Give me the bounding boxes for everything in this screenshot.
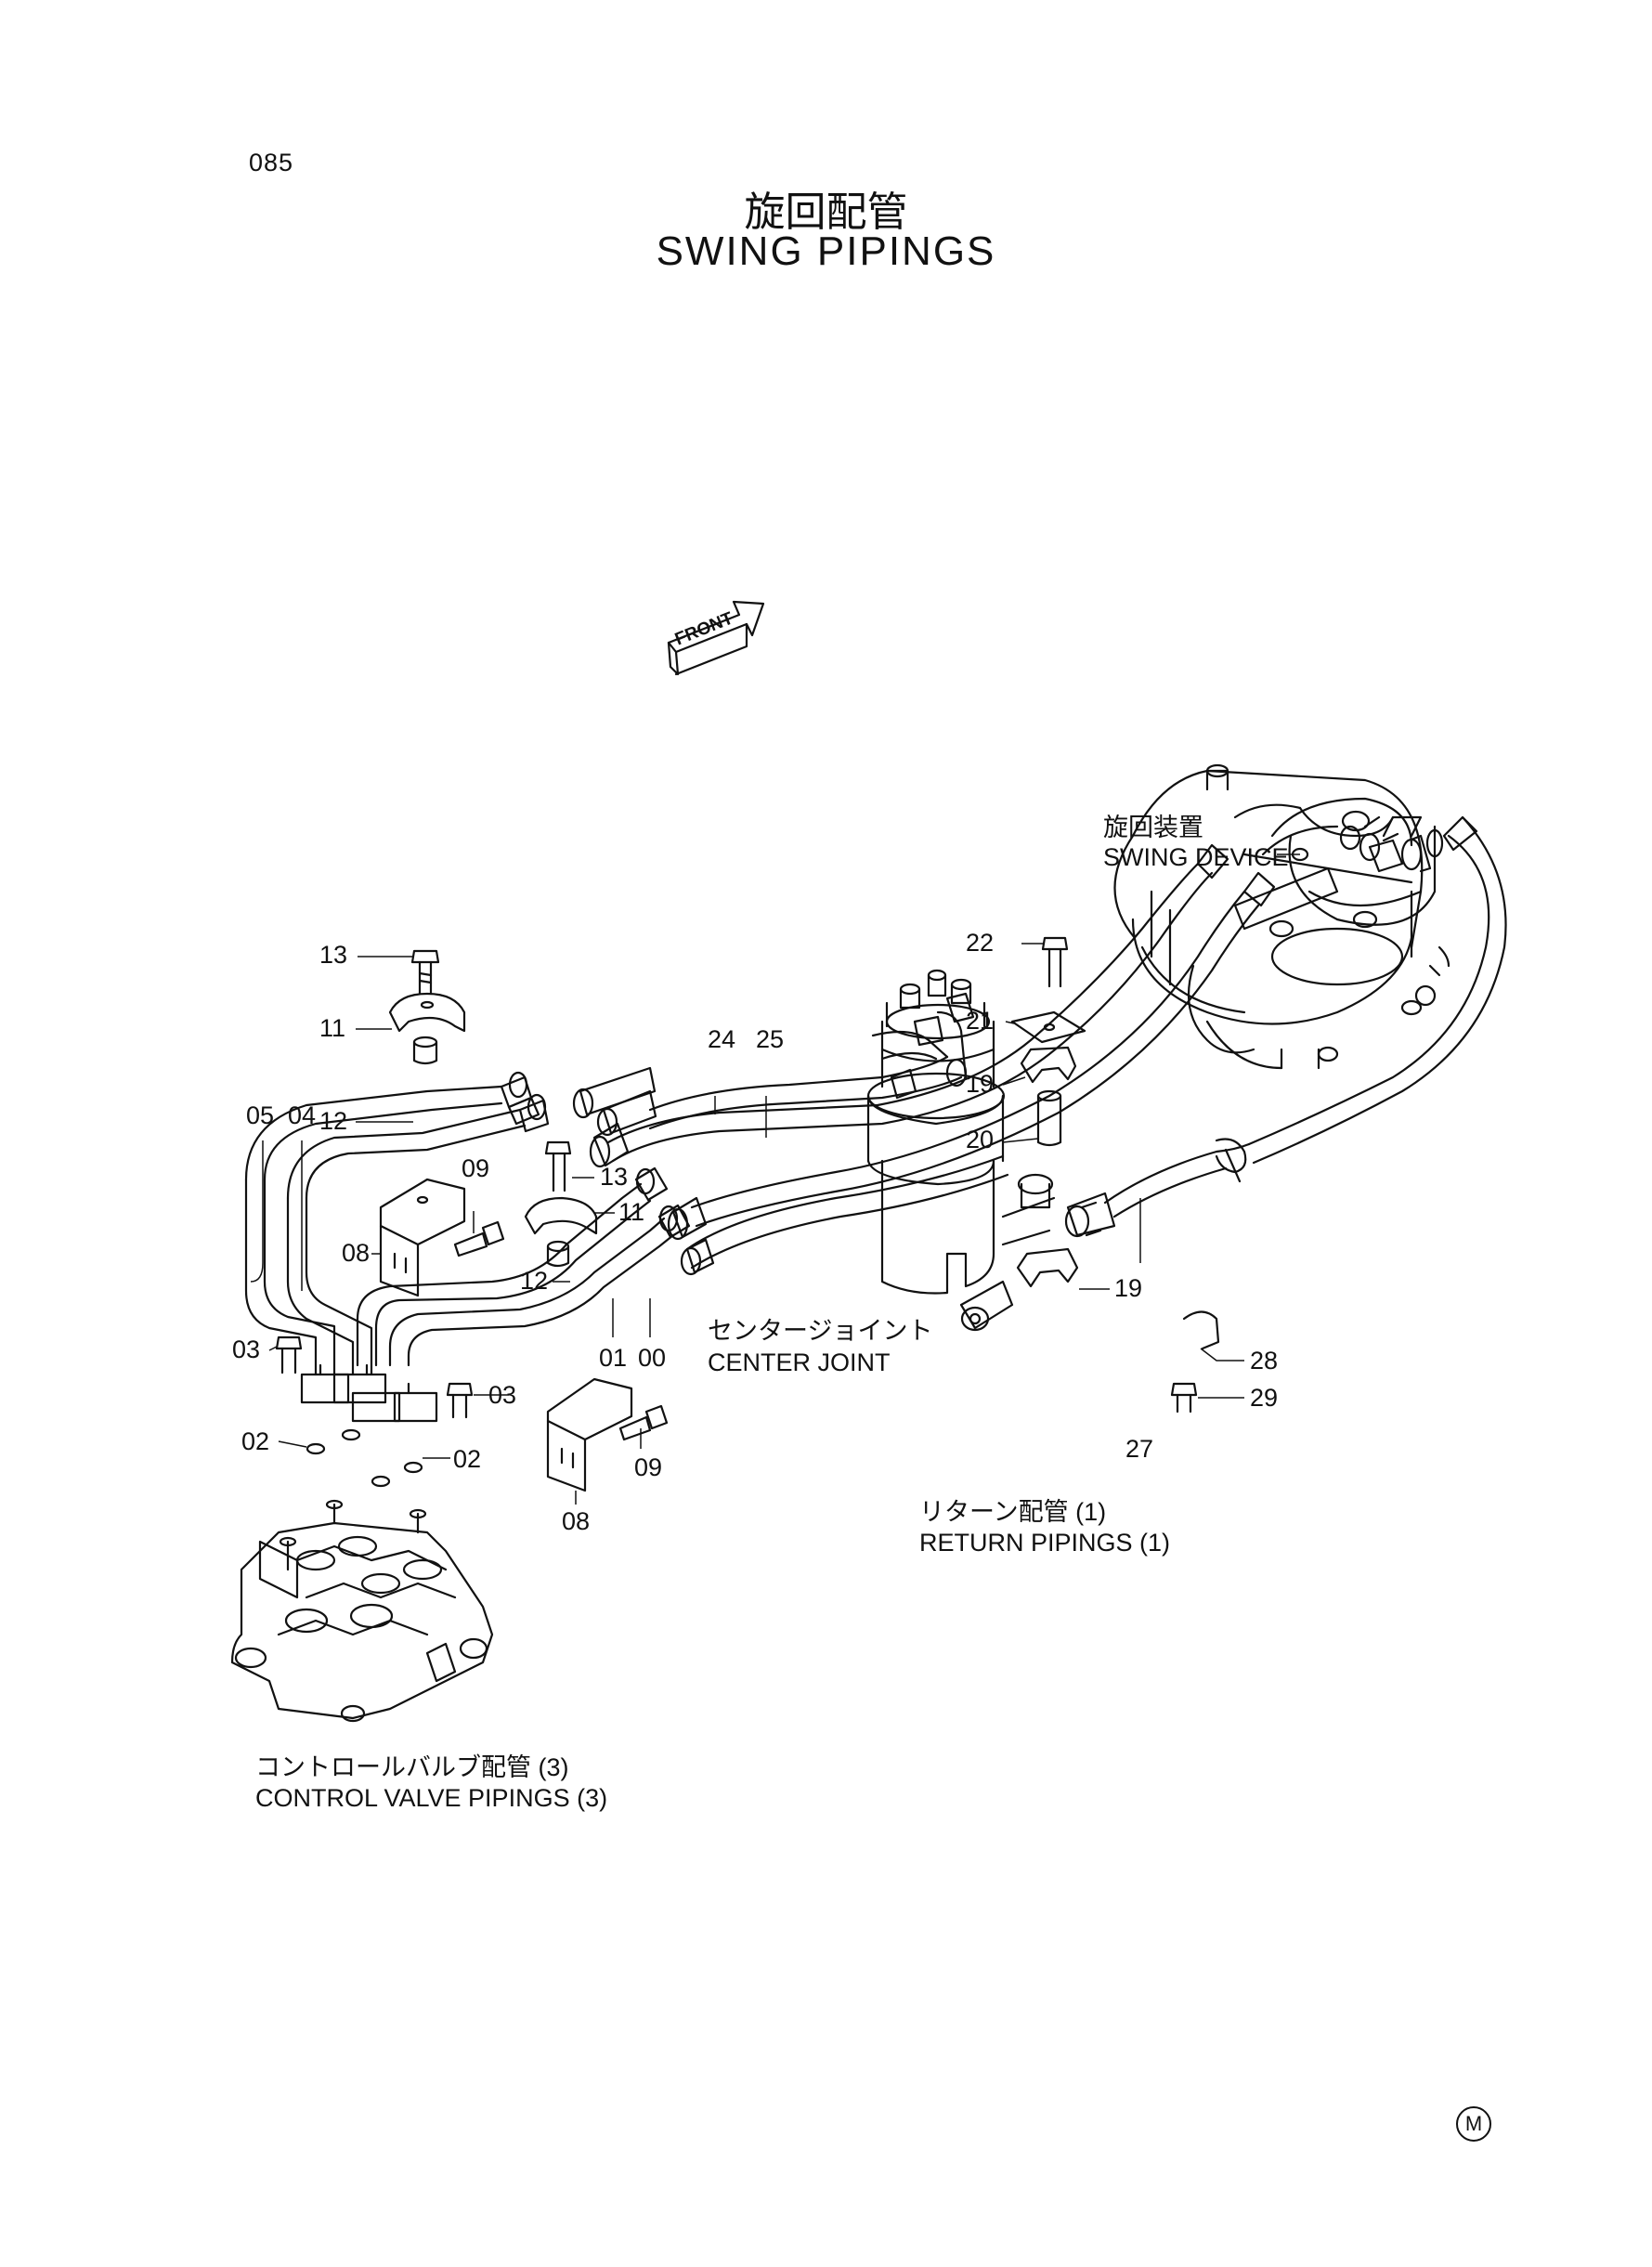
collar-12-upper — [412, 1036, 438, 1065]
control-valve-drawing — [230, 1499, 494, 1723]
callout-11-middle: 11 — [618, 1198, 645, 1226]
callout-03-left: 03 — [232, 1335, 261, 1363]
title-japanese: 旋回配管 — [744, 189, 908, 236]
callout-13-middle: 13 — [600, 1163, 629, 1191]
callout-29: 29 — [1250, 1384, 1279, 1412]
return-pipings-label-ja: リターン配管 (1) — [919, 1498, 1107, 1526]
m-mark: M — [1456, 2106, 1491, 2142]
bolt-22 — [1041, 936, 1069, 988]
callout-05: 05 — [246, 1101, 275, 1129]
callout-02-right: 02 — [453, 1445, 482, 1473]
bolt-03-right — [446, 1382, 474, 1419]
bolt-09-lower — [618, 1404, 669, 1441]
center-joint-label-ja: センタージョイント — [708, 1317, 933, 1345]
bracket-08-upper — [379, 1178, 466, 1297]
bolt-29 — [1170, 1382, 1198, 1414]
callout-12-middle: 12 — [520, 1267, 549, 1295]
return-pipings-label-en: RETURN PIPINGS (1) — [919, 1529, 1171, 1557]
bolt-03-left — [275, 1335, 303, 1375]
callout-12-upper: 12 — [319, 1107, 348, 1135]
title-english: SWING PIPINGS — [656, 228, 996, 274]
callout-13-upper: 13 — [319, 941, 348, 969]
hoses-24-25 — [572, 843, 1276, 1276]
rigid-pipes — [244, 1071, 691, 1423]
center-joint-label-en: CENTER JOINT — [708, 1348, 891, 1376]
clamp-19-lower — [1016, 1247, 1079, 1288]
return-hose-27 — [1064, 815, 1507, 1238]
callout-08-lower: 08 — [562, 1507, 591, 1535]
callout-01: 01 — [599, 1344, 628, 1372]
callout-08-upper: 08 — [342, 1239, 371, 1267]
callout-00: 00 — [638, 1344, 667, 1372]
bolt-09-upper — [453, 1220, 505, 1257]
bolt-13-upper — [410, 949, 440, 996]
callout-20: 20 — [966, 1126, 995, 1153]
callout-02-left: 02 — [241, 1427, 270, 1455]
callout-11-upper: 11 — [319, 1014, 346, 1042]
control-valve-label-en: CONTROL VALVE PIPINGS (3) — [255, 1784, 608, 1812]
clamp-11-middle — [524, 1196, 598, 1235]
swing-device-label-en: SWING DEVICE — [1103, 843, 1289, 871]
front-arrow-icon — [667, 600, 765, 676]
center-joint-drawing — [866, 969, 1056, 1332]
callout-21: 21 — [966, 1007, 995, 1035]
clamp-19-upper — [1020, 1046, 1077, 1084]
callout-03-right: 03 — [488, 1381, 517, 1409]
callout-25: 25 — [756, 1025, 785, 1053]
callout-27: 27 — [1125, 1435, 1154, 1463]
control-valve-label-ja: コントロールバルブ配管 (3) — [255, 1753, 569, 1781]
callout-09-lower: 09 — [634, 1453, 663, 1481]
callout-19-lower: 19 — [1114, 1274, 1143, 1302]
page-number: 085 — [249, 149, 294, 176]
callout-09-upper: 09 — [462, 1154, 490, 1182]
callout-24: 24 — [708, 1025, 736, 1053]
swing-device-label-ja: 旋回装置 — [1103, 814, 1203, 841]
clamp-11-upper — [388, 992, 466, 1033]
callout-04: 04 — [288, 1101, 317, 1129]
callout-28: 28 — [1250, 1347, 1279, 1375]
plate-21 — [1010, 1010, 1086, 1044]
spacer-20 — [1036, 1089, 1062, 1147]
collar-12-middle — [546, 1240, 570, 1268]
bracket-08-lower — [546, 1377, 633, 1492]
orings-02 — [306, 1428, 423, 1488]
clamp-28 — [1182, 1310, 1220, 1350]
callout-19-upper: 19 — [966, 1070, 995, 1098]
callout-22: 22 — [966, 929, 995, 957]
bolt-13-middle — [544, 1140, 572, 1192]
swing-device-drawing — [1113, 763, 1450, 1070]
